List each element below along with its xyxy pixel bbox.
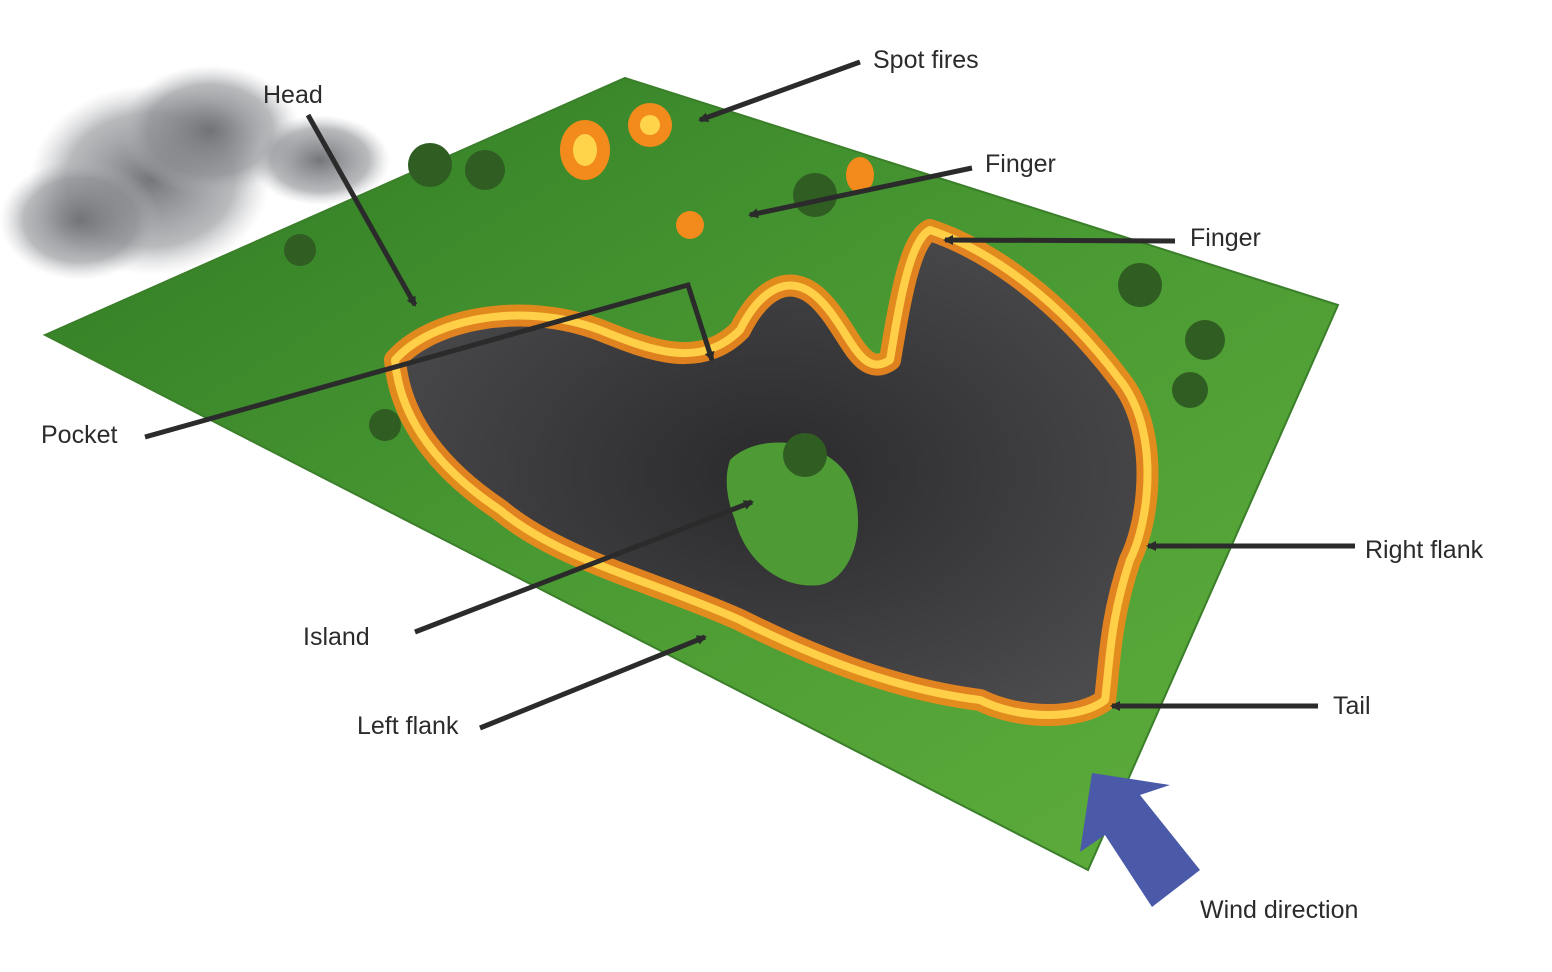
spot-fires	[560, 103, 874, 239]
island-label: Island	[303, 623, 370, 651]
fire-perimeter	[384, 219, 1159, 726]
spot-fires-label: Spot fires	[873, 46, 979, 74]
island-leader	[414, 499, 754, 635]
wind-direction-arrow	[1080, 773, 1200, 907]
left-flank-leader	[479, 634, 707, 731]
pocket-label: Pocket	[41, 421, 118, 449]
island-patch	[726, 442, 859, 586]
head-leader	[305, 113, 418, 307]
leader-lines	[144, 59, 1355, 731]
tail-label: Tail	[1333, 692, 1371, 720]
finger-1-leader	[748, 165, 973, 219]
head-label: Head	[263, 81, 323, 109]
wind-direction-label: Wind direction	[1200, 896, 1359, 924]
finger-label-2: Finger	[1190, 224, 1261, 252]
smoke-cloud	[0, 65, 530, 335]
right-flank-label: Right flank	[1365, 536, 1484, 564]
pocket-leader	[144, 281, 715, 440]
left-flank-label: Left flank	[357, 712, 459, 740]
finger-label-1: Finger	[985, 150, 1056, 178]
spot-fires-leader	[698, 59, 861, 123]
finger-2-leader	[943, 235, 1176, 246]
